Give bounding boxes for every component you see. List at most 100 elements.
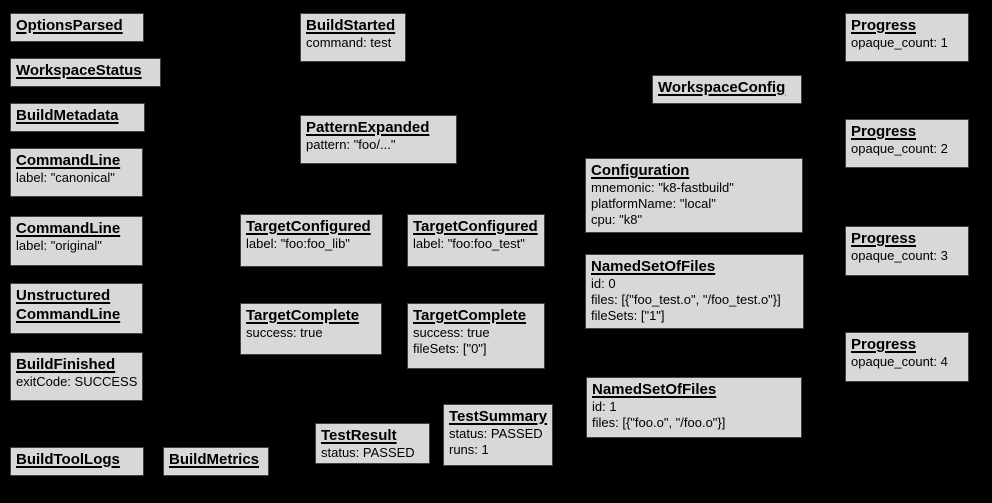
event-node-attr: label: "original" xyxy=(16,238,102,253)
event-node-title-line: CommandLine xyxy=(16,220,121,237)
event-node-title: BuildToolLogs xyxy=(16,450,138,469)
event-node-title: TestResult xyxy=(321,426,424,445)
event-node-title-line: BuildFinished xyxy=(16,356,116,373)
event-node-title: BuildMetrics xyxy=(169,450,263,469)
event-node-title-line: WorkspaceStatus xyxy=(16,62,142,79)
event-node-title: CommandLine xyxy=(16,219,137,238)
event-node-attrs: opaque_count: 1 xyxy=(851,35,963,51)
event-node-progress-3: Progress opaque_count: 3 xyxy=(845,226,969,276)
event-node-attr: success: true xyxy=(413,325,490,340)
event-node-title-line: Progress xyxy=(851,230,917,247)
event-node-test-result: TestResult status: PASSED xyxy=(315,423,430,464)
event-node-title-line: BuildMetadata xyxy=(16,107,119,124)
event-node-attr: success: true xyxy=(246,325,323,340)
event-node-title-line: TargetComplete xyxy=(413,307,527,324)
event-node-attrs: opaque_count: 4 xyxy=(851,354,963,370)
event-node-progress-2: Progress opaque_count: 2 xyxy=(845,119,969,168)
event-node-attr: fileSets: ["1"] xyxy=(591,308,665,323)
event-node-attrs: mnemonic: "k8-fastbuild"platformName: "l… xyxy=(591,180,797,228)
event-node-title-line: Configuration xyxy=(591,162,690,179)
event-node-attrs: pattern: "foo/..." xyxy=(306,137,451,153)
event-node-title-line: TestSummary xyxy=(449,408,548,425)
event-node-title-line: WorkspaceConfig xyxy=(658,79,786,96)
event-node-build-metrics: BuildMetrics xyxy=(163,447,269,476)
event-node-attr: label: "canonical" xyxy=(16,170,115,185)
event-node-title: Progress xyxy=(851,335,963,354)
event-node-title: Progress xyxy=(851,16,963,35)
event-node-title-line: TestResult xyxy=(321,427,397,444)
event-node-attr: status: PASSED xyxy=(449,426,543,441)
event-node-attr: id: 1 xyxy=(592,399,617,414)
event-node-command-line-original: CommandLine label: "original" xyxy=(10,216,143,266)
event-node-title: PatternExpanded xyxy=(306,118,451,137)
event-node-title: TargetComplete xyxy=(413,306,539,325)
event-node-attr: pattern: "foo/..." xyxy=(306,137,396,152)
event-node-attr: opaque_count: 1 xyxy=(851,35,948,50)
event-node-attrs: exitCode: SUCCESS xyxy=(16,374,137,390)
event-node-title: TargetConfigured xyxy=(246,217,377,236)
event-node-attrs: label: "canonical" xyxy=(16,170,137,186)
event-node-attrs: label: "original" xyxy=(16,238,137,254)
event-node-attr: opaque_count: 2 xyxy=(851,141,948,156)
event-node-title-line: CommandLine xyxy=(16,152,121,169)
event-node-title: TestSummary xyxy=(449,407,547,426)
event-node-attr: command: test xyxy=(306,35,392,50)
event-node-attrs: success: true xyxy=(246,325,376,341)
event-node-attr: label: "foo:foo_test" xyxy=(413,236,525,251)
event-node-pattern-expanded: PatternExpanded pattern: "foo/..." xyxy=(300,115,457,164)
event-node-title: TargetComplete xyxy=(246,306,376,325)
event-node-title-line: Progress xyxy=(851,17,917,34)
event-node-target-configured-foo-test: TargetConfigured label: "foo:foo_test" xyxy=(407,214,545,267)
event-node-title: CommandLine xyxy=(16,151,137,170)
event-node-attr: runs: 1 xyxy=(449,442,489,457)
event-node-title-line: NamedSetOfFiles xyxy=(592,381,717,398)
event-node-attrs: command: test xyxy=(306,35,400,51)
event-node-attrs: status: PASSED xyxy=(321,445,424,461)
event-node-title: NamedSetOfFiles xyxy=(592,380,796,399)
event-node-title: BuildStarted xyxy=(306,16,400,35)
event-node-attr: opaque_count: 4 xyxy=(851,354,948,369)
event-node-attr: id: 0 xyxy=(591,276,616,291)
event-node-title-line: TargetConfigured xyxy=(246,218,371,235)
event-node-build-finished: BuildFinished exitCode: SUCCESS xyxy=(10,352,143,401)
event-node-title-line: TargetComplete xyxy=(246,307,360,324)
event-node-title-line: CommandLine xyxy=(16,306,121,323)
event-node-attr: exitCode: SUCCESS xyxy=(16,374,138,389)
event-node-title: Configuration xyxy=(591,161,797,180)
event-node-title-line: BuildMetrics xyxy=(169,451,260,468)
event-node-attr: files: [{"foo_test.o", "/foo_test.o"}] xyxy=(591,292,781,307)
event-node-progress-1: Progress opaque_count: 1 xyxy=(845,13,969,62)
event-node-attrs: opaque_count: 3 xyxy=(851,248,963,264)
event-node-build-tool-logs: BuildToolLogs xyxy=(10,447,144,476)
event-node-configuration: Configuration mnemonic: "k8-fastbuild"pl… xyxy=(585,158,803,233)
event-node-workspace-config: WorkspaceConfig xyxy=(652,75,802,104)
event-node-target-complete-foo-lib: TargetComplete success: true xyxy=(240,303,382,355)
event-node-attrs: label: "foo:foo_test" xyxy=(413,236,539,252)
event-node-build-metadata: BuildMetadata xyxy=(10,103,145,132)
event-node-title: WorkspaceStatus xyxy=(16,61,155,80)
event-node-title-line: Unstructured xyxy=(16,287,111,304)
event-node-attr: label: "foo:foo_lib" xyxy=(246,236,350,251)
event-node-title-line: BuildStarted xyxy=(306,17,396,34)
event-node-title: OptionsParsed xyxy=(16,16,138,35)
event-node-title-line: OptionsParsed xyxy=(16,17,123,34)
event-node-workspace-status: WorkspaceStatus xyxy=(10,58,161,87)
event-node-attr: fileSets: ["0"] xyxy=(413,341,487,356)
event-node-title: Progress xyxy=(851,122,963,141)
event-node-title: Progress xyxy=(851,229,963,248)
event-node-attr: opaque_count: 3 xyxy=(851,248,948,263)
event-node-attr: files: [{"foo.o", "/foo.o"}] xyxy=(592,415,726,430)
event-node-build-started: BuildStarted command: test xyxy=(300,13,406,62)
event-node-attr: cpu: "k8" xyxy=(591,212,643,227)
event-node-attr: platformName: "local" xyxy=(591,196,716,211)
event-node-attr: mnemonic: "k8-fastbuild" xyxy=(591,180,734,195)
